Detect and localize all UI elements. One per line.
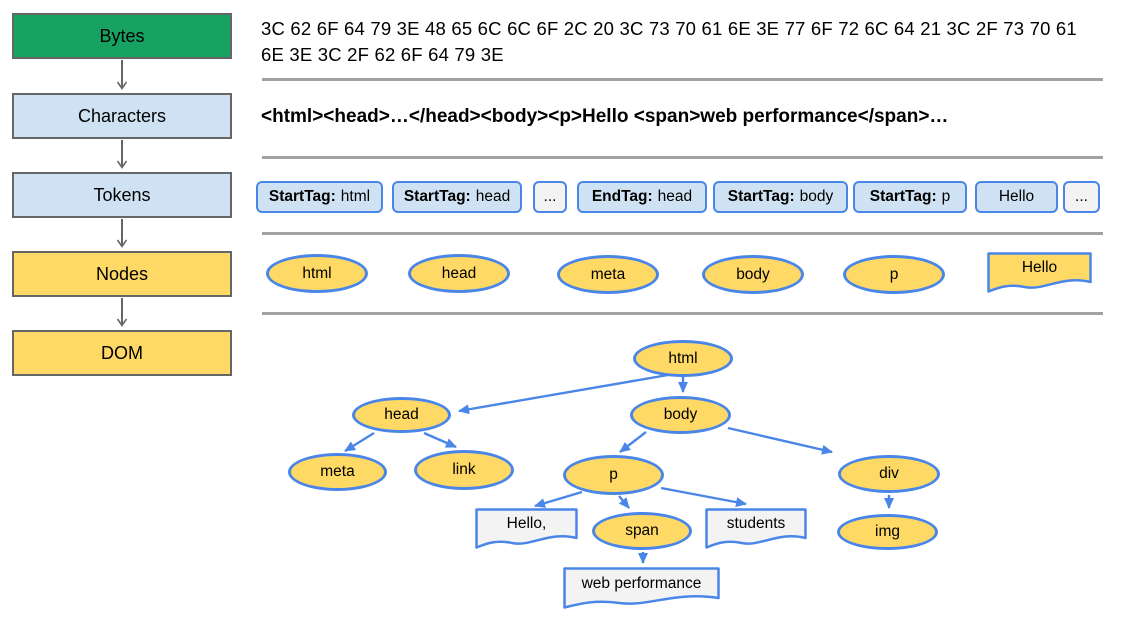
token-value: ... (543, 188, 557, 205)
arrow-p-to-span (618, 495, 630, 509)
node-text-hello-label: Hello (1021, 259, 1058, 276)
stage-bytes: Bytes (12, 13, 232, 59)
token-endtag-head: EndTag:head (577, 181, 707, 213)
dom-textnode-students-label: students (726, 515, 786, 532)
stage-characters: Characters (12, 93, 232, 139)
dom-textnode-hello-label: Hello, (506, 515, 547, 532)
dom-textnode-web-performance-label: web performance (581, 574, 702, 592)
row-divider (262, 78, 1103, 81)
token-value: head (657, 188, 693, 205)
token-starttag-html: StartTag:html (256, 181, 383, 213)
dom-node-meta: meta (288, 453, 387, 491)
row-divider (262, 232, 1103, 235)
arrow-p-to-hello (534, 490, 583, 508)
token-value: Hello (998, 188, 1035, 205)
stage-tokens: Tokens (12, 172, 232, 218)
dom-textnode-web-performance: web performance (563, 567, 720, 609)
token-kind: StartTag: (727, 188, 795, 205)
token-ellipsis: ... (533, 181, 567, 213)
row-divider (262, 312, 1103, 315)
token-value: head (475, 188, 511, 205)
characters-text: <html><head>…</head><body><p>Hello <span… (261, 106, 949, 127)
dom-node-span: span (592, 512, 692, 550)
dom-textnode-students: students (705, 508, 807, 549)
bytes-hex-line1: 3C 62 6F 64 79 3E 48 65 6C 6C 6F 2C 20 3… (261, 18, 1077, 39)
token-kind: StartTag: (403, 188, 471, 205)
stage-nodes: Nodes (12, 251, 232, 297)
token-value: p (941, 188, 951, 205)
token-value: body (799, 188, 834, 205)
arrow-body-to-div (727, 426, 833, 455)
arrow-p-to-students (660, 486, 747, 508)
token-value: ... (1075, 188, 1088, 205)
row-divider (262, 156, 1103, 159)
token-starttag-head: StartTag:head (392, 181, 522, 213)
token-starttag-body: StartTag:body (713, 181, 848, 213)
dom-node-p: p (563, 455, 664, 495)
dom-node-img: img (837, 514, 938, 550)
node-head: head (408, 254, 510, 293)
arrow-head-to-link (423, 431, 457, 449)
token-starttag-p: StartTag:p (853, 181, 967, 213)
bytes-hex-text: 3C 62 6F 64 79 3E 48 65 6C 6C 6F 2C 20 3… (261, 16, 1077, 68)
node-p: p (843, 255, 945, 294)
arrow-head-to-meta (344, 431, 375, 453)
token-text-hello: Hello (975, 181, 1058, 213)
node-meta: meta (557, 255, 659, 294)
dom-node-link: link (414, 450, 514, 490)
token-value: html (340, 188, 371, 205)
dom-node-div: div (838, 455, 940, 493)
node-body: body (702, 255, 804, 294)
dom-node-head: head (352, 397, 451, 433)
token-kind: EndTag: (591, 188, 653, 205)
token-kind: StartTag: (268, 188, 336, 205)
arrow-body-to-p (619, 431, 647, 453)
stage-dom: DOM (12, 330, 232, 376)
dom-node-body: body (630, 396, 731, 434)
dom-textnode-hello: Hello, (475, 508, 578, 549)
node-html: html (266, 254, 368, 293)
token-kind: StartTag: (869, 188, 937, 205)
dom-node-html: html (633, 340, 733, 377)
node-text-hello: Hello (987, 252, 1092, 293)
token-ellipsis: ... (1063, 181, 1100, 213)
bytes-hex-line2: 6E 3E 3C 2F 62 6F 64 79 3E (261, 44, 504, 65)
